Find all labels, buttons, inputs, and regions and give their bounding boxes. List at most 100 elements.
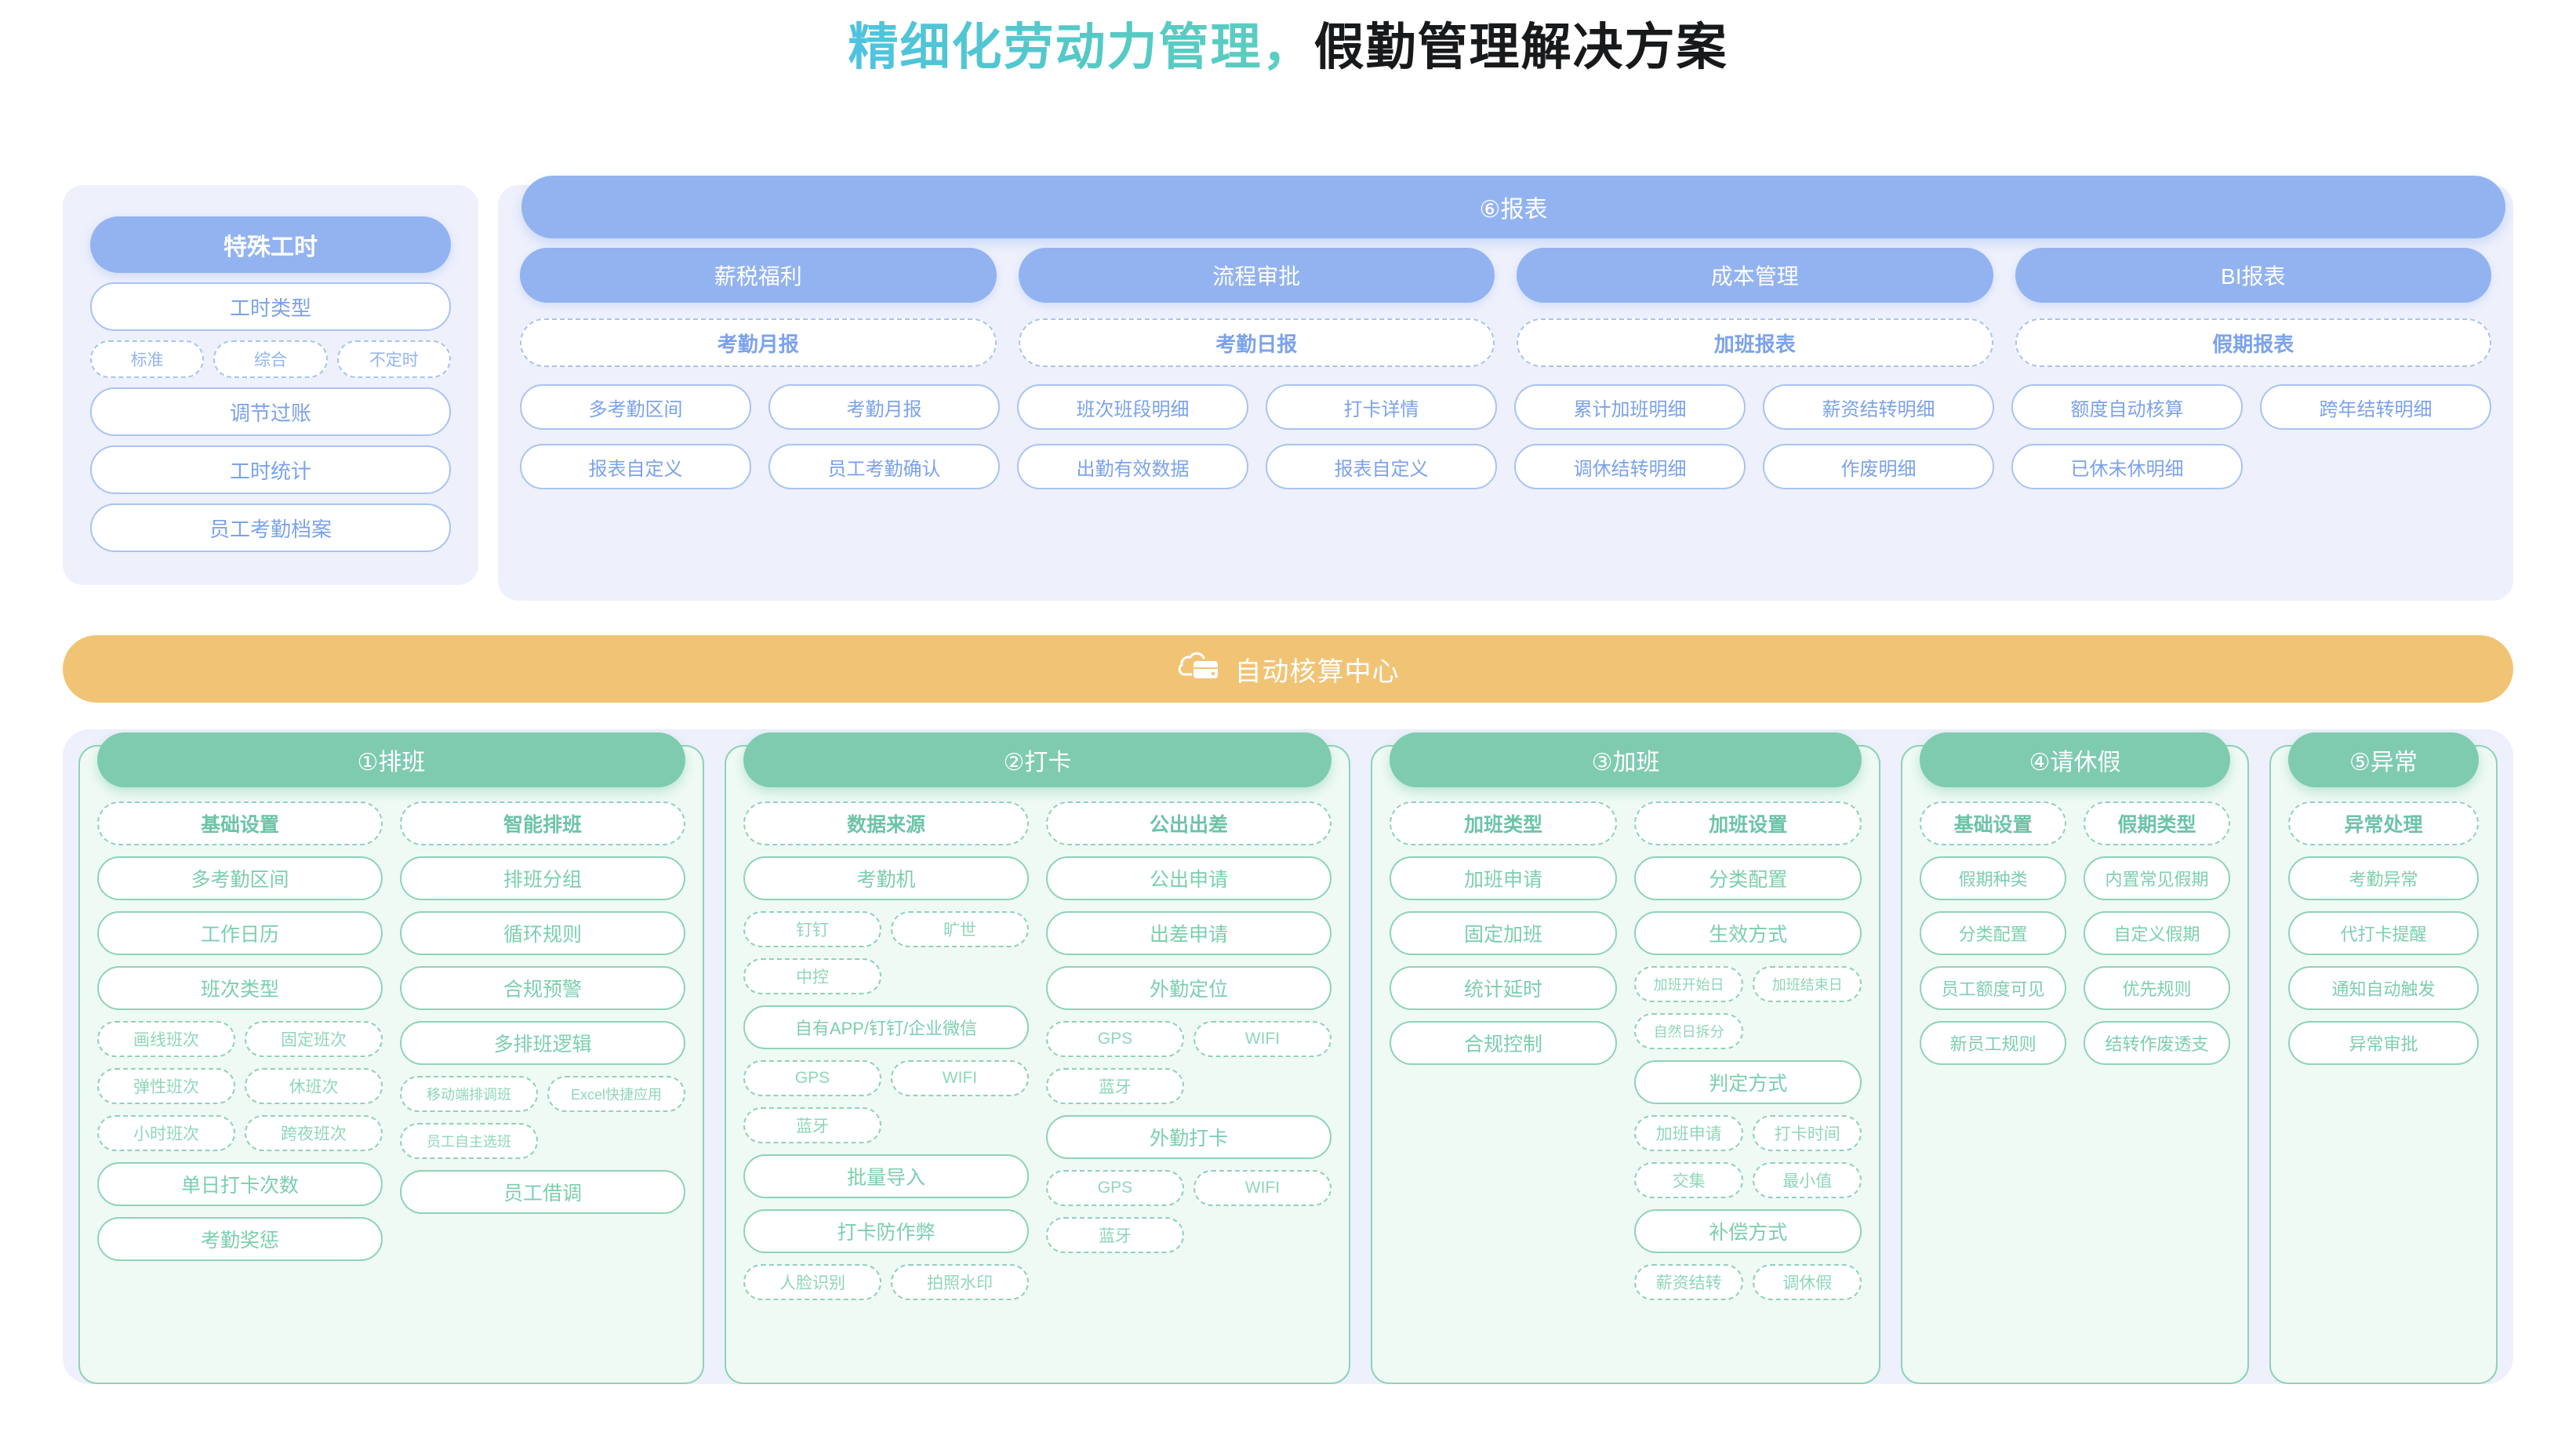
module-pill[interactable]: 内置常见假期 <box>2084 856 2230 900</box>
report-pill[interactable]: 已休未休明细 <box>2011 444 2243 489</box>
report-col-head-payroll[interactable]: 薪税福利 <box>520 248 997 303</box>
module-pill[interactable]: 加班申请 <box>1389 856 1618 900</box>
module-pill[interactable]: 循环规则 <box>399 911 685 955</box>
report-pill[interactable]: 出勤有效数据 <box>1017 444 1248 489</box>
module-chip[interactable]: 交集 <box>1634 1162 1744 1198</box>
special-hours-item-archive[interactable]: 员工考勤档案 <box>90 503 451 552</box>
report-col-sub-leave[interactable]: 假期报表 <box>2015 318 2491 367</box>
special-hours-chip-standard[interactable]: 标准 <box>90 340 205 378</box>
module-chip[interactable]: GPS <box>1045 1170 1184 1206</box>
module-chip[interactable]: 加班结束日 <box>1753 966 1862 1002</box>
report-pill[interactable]: 累计加班明细 <box>1514 384 1746 430</box>
module-pill[interactable]: 排班分组 <box>399 856 685 900</box>
module-chip[interactable]: WIFI <box>1193 1021 1332 1057</box>
module-pill[interactable]: 代打卡提醒 <box>2287 911 2480 955</box>
module-pill[interactable]: 考勤异常 <box>2287 856 2480 900</box>
module-chip[interactable]: 弹性班次 <box>97 1068 235 1104</box>
module-chip[interactable]: 钉钉 <box>743 911 881 947</box>
module-pill[interactable]: 员工额度可见 <box>1920 966 2067 1010</box>
module-pill[interactable]: 自定义假期 <box>2084 911 2230 955</box>
report-pill[interactable]: 薪资结转明细 <box>1763 384 1994 430</box>
module-pill[interactable]: 批量导入 <box>743 1154 1029 1198</box>
report-pill[interactable]: 多考勤区间 <box>520 384 751 430</box>
module-pill[interactable]: 优先规则 <box>2084 966 2230 1010</box>
module-pill[interactable]: 外勤打卡 <box>1045 1115 1332 1159</box>
module-subhead[interactable]: 智能排班 <box>399 801 685 845</box>
report-pill[interactable]: 考勤月报 <box>768 384 1000 430</box>
module-pill[interactable]: 通知自动触发 <box>2287 966 2480 1010</box>
module-chip[interactable]: 自然日拆分 <box>1634 1013 1744 1049</box>
module-pill[interactable]: 外勤定位 <box>1045 966 1332 1010</box>
module-pill[interactable]: 班次类型 <box>97 966 383 1010</box>
module-chip[interactable]: 休班次 <box>245 1068 383 1104</box>
module-pill[interactable]: 工作日历 <box>97 911 383 955</box>
module-pill[interactable]: 合规控制 <box>1389 1021 1618 1065</box>
module-pill[interactable]: 分类配置 <box>1920 911 2067 955</box>
module-pill[interactable]: 单日打卡次数 <box>97 1162 383 1206</box>
module-chip[interactable]: GPS <box>743 1060 881 1096</box>
module-pill[interactable]: 出差申请 <box>1045 911 1332 955</box>
special-hours-chip-comprehensive[interactable]: 综合 <box>213 340 328 378</box>
module-chip[interactable]: 加班开始日 <box>1634 966 1744 1002</box>
module-pill[interactable]: 公出申请 <box>1045 856 1332 900</box>
module-subhead[interactable]: 假期类型 <box>2084 801 2230 845</box>
module-pill[interactable]: 新员工规则 <box>1920 1021 2067 1065</box>
module-chip[interactable]: 蓝牙 <box>1045 1217 1184 1253</box>
special-hours-item-adjust[interactable]: 调节过账 <box>90 387 451 436</box>
module-pill[interactable]: 多考勤区间 <box>97 856 383 900</box>
module-chip[interactable]: 中控 <box>743 958 881 994</box>
special-hours-item-stats[interactable]: 工时统计 <box>90 445 451 494</box>
module-pill[interactable]: 员工借调 <box>399 1170 685 1214</box>
module-subhead[interactable]: 加班设置 <box>1634 801 1862 845</box>
report-pill[interactable]: 报表自定义 <box>520 444 751 489</box>
module-pill[interactable]: 多排班逻辑 <box>399 1021 685 1065</box>
module-chip[interactable]: 人脸识别 <box>743 1264 881 1300</box>
module-pill[interactable]: 固定加班 <box>1389 911 1618 955</box>
report-pill[interactable]: 班次班段明细 <box>1017 384 1248 430</box>
module-subhead[interactable]: 基础设置 <box>97 801 383 845</box>
report-pill[interactable]: 员工考勤确认 <box>768 444 1000 489</box>
module-chip[interactable]: 跨夜班次 <box>245 1115 383 1151</box>
report-col-head-bi[interactable]: BI报表 <box>2015 248 2491 303</box>
module-chip[interactable]: 加班申请 <box>1634 1115 1744 1151</box>
special-hours-item-worktype[interactable]: 工时类型 <box>90 282 451 331</box>
special-hours-chip-flexible[interactable]: 不定时 <box>336 340 451 378</box>
module-pill[interactable]: 分类配置 <box>1634 856 1862 900</box>
report-col-head-approval[interactable]: 流程审批 <box>1018 248 1495 303</box>
module-subhead[interactable]: 公出出差 <box>1045 801 1332 845</box>
module-chip[interactable]: 蓝牙 <box>1045 1068 1184 1104</box>
module-pill[interactable]: 合规预警 <box>399 966 685 1010</box>
module-subhead[interactable]: 基础设置 <box>1920 801 2067 845</box>
report-col-head-cost[interactable]: 成本管理 <box>1517 248 1993 303</box>
module-pill[interactable]: 假期种类 <box>1920 856 2067 900</box>
module-chip[interactable]: 小时班次 <box>97 1115 235 1151</box>
module-chip[interactable]: WIFI <box>890 1060 1029 1096</box>
report-col-sub-monthly[interactable]: 考勤月报 <box>520 318 997 367</box>
module-chip[interactable]: 移动端排调班 <box>399 1076 538 1112</box>
module-pill[interactable]: 补偿方式 <box>1634 1209 1862 1253</box>
module-chip[interactable]: GPS <box>1045 1021 1184 1057</box>
module-subhead[interactable]: 加班类型 <box>1389 801 1618 845</box>
module-pill[interactable]: 考勤机 <box>743 856 1029 900</box>
module-chip[interactable]: 调休假 <box>1753 1264 1862 1300</box>
module-subhead[interactable]: 数据来源 <box>743 801 1029 845</box>
module-pill[interactable]: 结转作废透支 <box>2084 1021 2230 1065</box>
module-chip[interactable]: 拍照水印 <box>890 1264 1029 1300</box>
module-pill[interactable]: 自有APP/钉钉/企业微信 <box>743 1005 1029 1049</box>
report-pill[interactable]: 打卡详情 <box>1266 384 1497 430</box>
module-chip[interactable]: 固定班次 <box>245 1021 383 1057</box>
module-chip[interactable]: 最小值 <box>1753 1162 1862 1198</box>
report-pill[interactable]: 跨年结转明细 <box>2260 384 2491 430</box>
module-pill[interactable]: 判定方式 <box>1634 1060 1862 1104</box>
module-subhead[interactable]: 异常处理 <box>2287 801 2480 845</box>
module-chip[interactable]: Excel快捷应用 <box>547 1076 685 1112</box>
report-pill[interactable]: 报表自定义 <box>1266 444 1497 489</box>
report-pill[interactable]: 作废明细 <box>1763 444 1994 489</box>
module-chip[interactable]: WIFI <box>1193 1170 1332 1206</box>
report-pill[interactable]: 额度自动核算 <box>2011 384 2243 430</box>
report-col-sub-daily[interactable]: 考勤日报 <box>1018 318 1495 367</box>
report-col-sub-overtime[interactable]: 加班报表 <box>1517 318 1993 367</box>
module-chip[interactable]: 画线班次 <box>97 1021 235 1057</box>
module-pill[interactable]: 考勤奖惩 <box>97 1217 383 1261</box>
module-pill[interactable]: 统计延时 <box>1389 966 1618 1010</box>
